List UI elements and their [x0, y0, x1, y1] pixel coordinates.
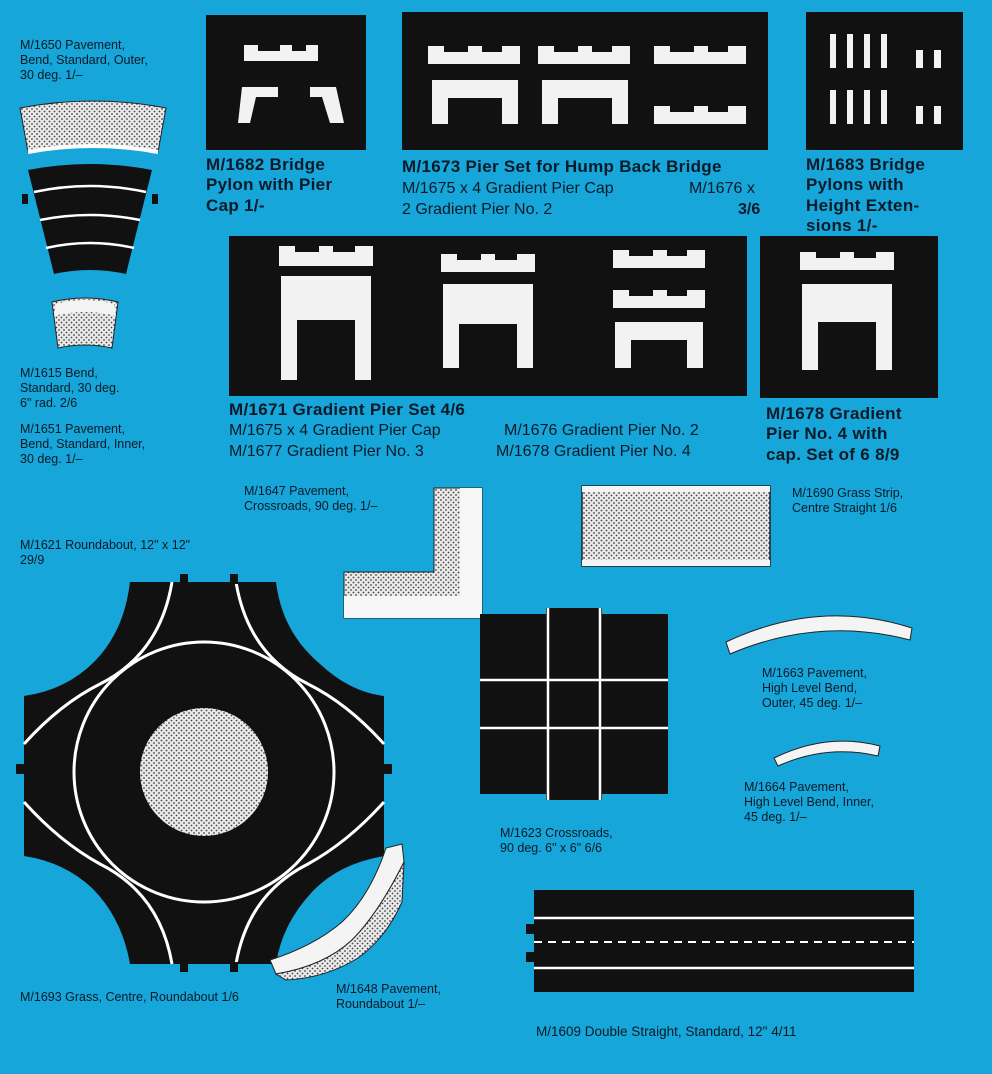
gradient-pier-set-image: [279, 246, 705, 380]
pavement-bend-inner-image: [51, 297, 119, 349]
panel-m1673: [402, 12, 768, 150]
panel-m1678: [760, 236, 938, 398]
label-m1682: M/1682 Bridge Pylon with Pier Cap 1/-: [206, 155, 333, 215]
label-m1621: M/1621 Roundabout, 12" x 12" 29/9: [20, 538, 191, 567]
label-m1663: M/1663 Pavement, High Level Bend, Outer,…: [762, 666, 867, 710]
panel-m1671: [229, 236, 747, 396]
label-m1683: M/1683 Bridge Pylons with Height Exten- …: [806, 155, 926, 236]
high-level-bend-outer-image: [725, 615, 913, 655]
label-m1673-title: M/1673 Pier Set for Hump Back Bridge: [402, 157, 722, 176]
bridge-pylon-image: [238, 45, 344, 123]
label-m1673-line3: 2 Gradient Pier No. 2: [402, 201, 553, 218]
pavement-bend-outer-image: [19, 100, 167, 154]
label-m1678: M/1678 Gradient Pier No. 4 with cap. Set…: [766, 404, 902, 464]
label-m1671-title: M/1671 Gradient Pier Set 4/6: [229, 400, 466, 419]
pavement-crossroads-image: [343, 487, 483, 619]
grass-strip-image: [581, 485, 771, 567]
gradient-pier-no4-image: [800, 252, 894, 370]
double-straight-image: [526, 890, 914, 992]
label-m1673-price: 3/6: [738, 201, 761, 218]
label-m1693: M/1693 Grass, Centre, Roundabout 1/6: [20, 990, 239, 1004]
panel-m1683: [806, 12, 963, 150]
hump-back-pier-set-image: [428, 46, 746, 124]
label-m1690: M/1690 Grass Strip, Centre Straight 1/6: [792, 486, 904, 515]
label-m1647: M/1647 Pavement, Crossroads, 90 deg. 1/–: [244, 484, 378, 513]
pavement-roundabout-image: [269, 843, 405, 981]
label-m1671-line2a: M/1675 x 4 Gradient Pier Cap: [229, 422, 441, 439]
label-m1671-line3a: M/1677 Gradient Pier No. 3: [229, 443, 424, 460]
standard-bend-track-image: [22, 164, 158, 274]
high-level-bend-inner-image: [773, 740, 881, 767]
panel-m1682: [206, 15, 366, 150]
bridge-pylons-extensions-image: [830, 34, 941, 124]
label-m1648: M/1648 Pavement, Roundabout 1/–: [336, 982, 441, 1011]
label-m1673-line2b: M/1676 x: [689, 180, 755, 197]
label-m1671-line2b: M/1676 Gradient Pier No. 2: [504, 422, 699, 439]
roundabout-image: [16, 574, 392, 972]
label-m1671-line3b: M/1678 Gradient Pier No. 4: [496, 443, 691, 460]
label-m1609: M/1609 Double Straight, Standard, 12" 4/…: [536, 1024, 797, 1039]
label-m1673-line2: M/1675 x 4 Gradient Pier Cap: [402, 180, 614, 197]
label-m1664: M/1664 Pavement, High Level Bend, Inner,…: [744, 780, 874, 824]
crossroads-image: [480, 608, 668, 800]
label-m1623: M/1623 Crossroads, 90 deg. 6" x 6" 6/6: [500, 826, 613, 855]
label-m1651: M/1651 Pavement, Bend, Standard, Inner, …: [20, 422, 146, 466]
label-m1650: M/1650 Pavement, Bend, Standard, Outer, …: [20, 38, 148, 82]
label-m1615: M/1615 Bend, Standard, 30 deg. 6" rad. 2…: [20, 366, 120, 410]
